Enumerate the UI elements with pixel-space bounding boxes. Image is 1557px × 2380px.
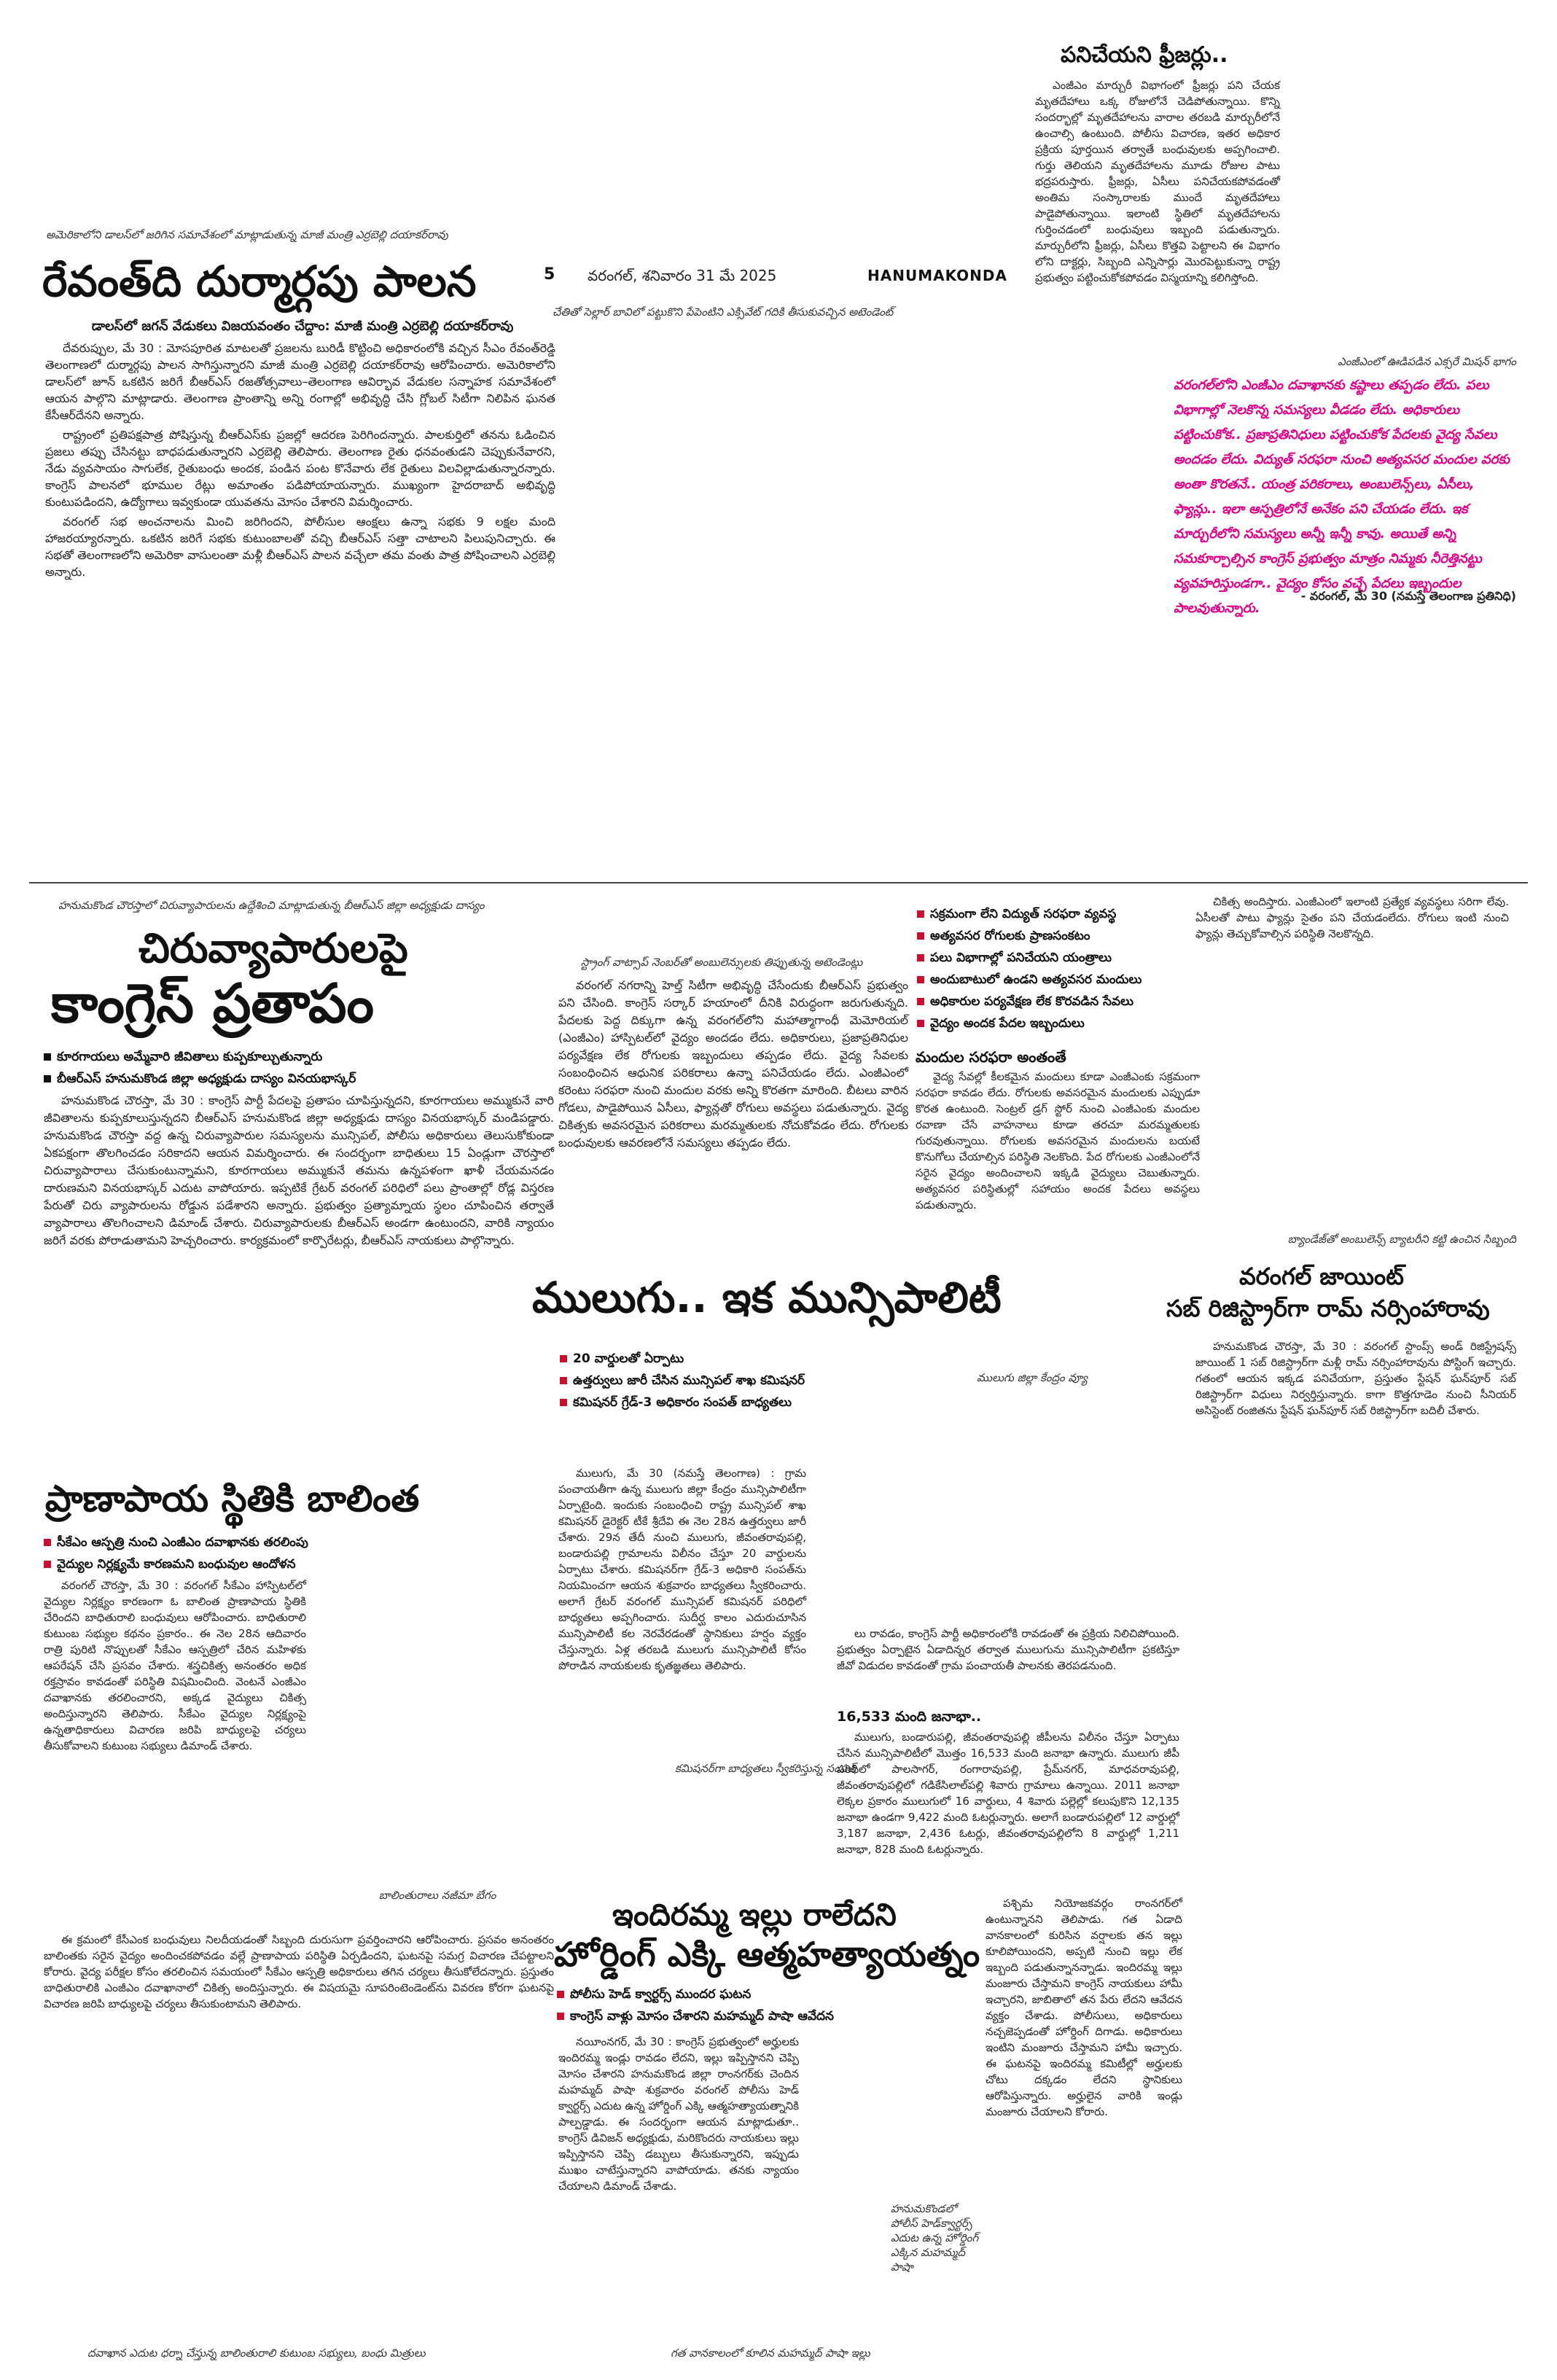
photo-caption-sampath: కమిషనర్‌గా బాధ్యతలు స్వీకరిస్తున్న సంపత్ <box>674 1762 856 1775</box>
body-mother: వరంగల్ చౌరస్తా, మే 30 : వరంగల్ సీకేఎం హా… <box>44 1577 306 1757</box>
headline-mulugu: ములుగు.. ఇక మున్సిపాలిటీ <box>532 1273 1002 1322</box>
headline-hoarding-1: ఇందిరమ్మ ఇల్లు రాలేదని <box>612 1897 897 1932</box>
bullet-item: కమిషనర్ గ్రేడ్-3 అధికారం సంపత్ బాధ్యతలు <box>558 1394 821 1411</box>
bullet-item: బీఆర్ఎస్ హనుమకొండ జిల్లా అధ్యక్షుడు దాస్… <box>42 1070 553 1088</box>
body-population: ములుగు, బండారుపల్లి, జీవంతరావుపల్లి జీపీ… <box>837 1729 1179 1860</box>
highlight-quote: వరంగల్‌లోని ఎంజీఎం దవాఖానకు కష్టాలు తప్ప… <box>1174 378 1510 616</box>
factbox-item: అందుబాటులో ఉండని అత్యవసర మందులు <box>916 971 1185 988</box>
body-hoarding: నయీంనగర్, మే 30 : కాంగ్రెస్ ప్రభుత్వంలో … <box>558 2034 799 2197</box>
photo-caption-vendors: హనుమకొండ చౌరస్తాలో చిరువ్యాపారులను ఉద్దే… <box>58 899 485 912</box>
paragraph: హనుమకొండ చౌరస్తా, మే 30 : కాంగ్రెస్ పార్… <box>44 1093 554 1247</box>
paragraph: దేవరుప్పుల, మే 30 : మోసపూరిత మాటలతో ప్రజ… <box>45 341 555 422</box>
paragraph: లు రావడం, కాంగ్రెస్ పార్టీ అధికారంలోకి ర… <box>837 1627 1179 1672</box>
headline-revanth: రేవంత్‌ది దుర్మార్గపు పాలన <box>42 257 477 306</box>
bullet-item: కాంగ్రెస్ వాళ్లు మోసం చేశారని మహమ్మద్ పా… <box>555 2008 964 2025</box>
headline-registrar-1: వరంగల్ జాయింట్ <box>1239 1263 1404 1290</box>
headline-mother: ప్రాణాపాయ స్థితికి బాలింత <box>45 1478 420 1520</box>
paragraph: హనుమకొండ చౌరస్తా, మే 30 : వరంగల్ స్టాంప్… <box>1195 1340 1516 1417</box>
photo-caption-dallas: అమెరికాలోని డాలస్‌లో జరిగిన సమావేశంలో మా… <box>46 228 448 241</box>
bullet-item: పోలీసు హెడ్ క్వార్టర్స్ ముందర ఘటన <box>555 1986 964 2003</box>
bottom-caption-house: గత వానకాలంలో కూలిన మహమ్మద్ పాషా ఇల్లు <box>671 2346 870 2360</box>
paragraph: పశ్చిమ నియోజకవర్గం రాంనగర్‌లో ఉంటున్నానన… <box>986 1897 1182 2118</box>
factbox-mgm: సక్రమంగా లేని విద్యుత్ సరఫరా వ్యవస్థ అత్… <box>916 905 1185 1037</box>
headline-vendors-1: చిరువ్యాపారులపై <box>138 925 408 972</box>
factbox-item: వైద్యం అందక పేదల ఇబ్బందులు <box>916 1015 1185 1032</box>
factbox-item: అత్యవసర రోగులకు ప్రాణసంకటం <box>916 927 1185 945</box>
section-divider <box>29 882 1528 883</box>
paragraph: రాష్ట్రంలో ప్రతిపక్షపాత్ర పోషిస్తున్న బీ… <box>45 428 555 509</box>
bullets-mother: సీకేఎం ఆస్పత్రి నుంచి ఎంజీఎం దవాఖానకు తర… <box>42 1534 553 1577</box>
photo-caption-mgm: స్ట్రాంగ్ వాట్సాప్ నెంబర్‌తో అంబులెన్సుల… <box>580 956 863 969</box>
photo-caption-mulugu: ములుగు జిల్లా కేంద్రం వ్యూ <box>977 1371 1088 1384</box>
bullet-item: కూరగాయలు అమ్మేవారి జీవితాలు కుప్పకూల్చుత… <box>42 1048 553 1066</box>
paragraph: వరంగల్ నగరాన్ని హెల్త్ సిటీగా అభివృద్ధి … <box>558 978 908 1150</box>
body-registrar: హనుమకొండ చౌరస్తా, మే 30 : వరంగల్ స్టాంప్… <box>1195 1338 1516 1421</box>
headline-hoarding-2: హోర్డింగ్ ఎక్కి ఆత్మహత్యాయత్నం <box>554 1935 980 1974</box>
body-mgm-continued: చికిత్స అందిస్తారు. ఎంజీఎంలో ఇలాంటి ప్రత… <box>1195 894 1509 945</box>
headline-vendors-2: కాంగ్రెస్ ప్రతాపం <box>51 972 375 1035</box>
factbox-item: అధికారుల పర్యవేక్షణ లేక కొరవడిన సేవలు <box>916 993 1185 1010</box>
paragraph: వైద్య సేవల్లో కీలకమైన మందులు కూడా ఎంజీఎం… <box>916 1070 1200 1212</box>
subheading-population: 16,533 మంది జనాభా.. <box>837 1709 982 1725</box>
page-number: 5 <box>544 265 555 284</box>
body-hoarding-right: పశ్చిమ నియోజకవర్గం రాంనగర్‌లో ఉంటున్నానన… <box>986 1895 1182 2123</box>
headline-registrar-2: సబ్ రిజిస్ట్రార్‌గా రామ్ నర్సింహారావు <box>1166 1295 1490 1322</box>
paragraph: వరంగల్ చౌరస్తా, మే 30 : వరంగల్ సీకేఎం హా… <box>44 1579 306 1752</box>
bullets-hoarding: పోలీసు హెడ్ క్వార్టర్స్ ముందర ఘటన కాంగ్ర… <box>555 1986 964 2029</box>
section-name: HANUMAKONDA <box>867 267 1007 284</box>
photo-caption-mother: బాలింతురాలు నజీమా బేగం <box>378 1889 496 1902</box>
subhead-revanth: డాలస్‌లో జగన్ వేడుకలు విజయవంతం చేద్దాం: … <box>91 319 514 334</box>
bullet-item: 20 వార్డులతో ఏర్పాటు <box>558 1350 821 1367</box>
bottom-caption-dharna: దవాఖాన ఎదుట ధర్నా చేస్తున్న బాలింతురాలి … <box>87 2346 426 2360</box>
factbox-item: పలు విభాగాల్లో పనిచేయని యంత్రాలు <box>916 949 1185 967</box>
body-mulugu: ములుగు, మే 30 (నమస్తే తెలంగాణ) : గ్రామ ప… <box>558 1465 806 1677</box>
paragraph: ఎంజీఎం మార్చురీ విభాగంలో ఫ్రీజర్లు పని చ… <box>1035 79 1280 284</box>
subheading-medicine: మందుల సరఫరా అంతంతే <box>916 1048 1066 1066</box>
headline-freezers: పనిచేయని ఫ్రీజర్లు.. <box>1061 42 1228 68</box>
bullet-item: సీకేఎం ఆస్పత్రి నుంచి ఎంజీఎం దవాఖానకు తర… <box>42 1534 553 1551</box>
photo-caption-ambulance: బ్యాండేజ్‌తో అంబులెన్స్ బ్యాటరీని కట్టి … <box>1287 1233 1516 1246</box>
body-mgm: వరంగల్ నగరాన్ని హెల్త్ సిటీగా అభివృద్ధి … <box>558 977 908 1155</box>
paragraph: ములుగు, బండారుపల్లి, జీవంతరావుపల్లి జీపీ… <box>837 1731 1179 1856</box>
factbox-item: సక్రమంగా లేని విద్యుత్ సరఫరా వ్యవస్థ <box>916 905 1185 923</box>
body-revanth: దేవరుప్పుల, మే 30 : మోసపూరిత మాటలతో ప్రజ… <box>45 340 555 583</box>
highlight-credit: - వరంగల్, మే 30 (నమస్తే తెలంగాణ ప్రతినిధ… <box>1300 589 1516 603</box>
body-medicine: వైద్య సేవల్లో కీలకమైన మందులు కూడా ఎంజీఎం… <box>916 1069 1200 1216</box>
bullets-vendors: కూరగాయలు అమ్మేవారి జీవితాలు కుప్పకూల్చుత… <box>42 1048 553 1092</box>
photo-caption-hoarding: హనుమకొండలో పోలీస్ హెడ్‌క్వార్టర్స్ ఎదుట … <box>891 2202 979 2274</box>
paragraph: ఈ క్రమంలో కేసీఎంక బంధువులు నిలదీయడంతో సి… <box>44 1933 554 2010</box>
body-vendors: హనుమకొండ చౌరస్తా, మే 30 : కాంగ్రెస్ పార్… <box>44 1092 554 1252</box>
photo-caption-attendant: చేతితో సెల్లార్ బావిలో పట్టుకొని పేపెంటి… <box>553 305 894 319</box>
bullet-item: వైద్యుల నిర్లక్ష్యమే కారణమని బంధువుల ఆంద… <box>42 1556 553 1573</box>
dateline: వరంగల్, శనివారం 31 మే 2025 <box>588 267 777 284</box>
paragraph: ములుగు, మే 30 (నమస్తే తెలంగాణ) : గ్రామ ప… <box>558 1467 806 1672</box>
body-mulugu-right: లు రావడం, కాంగ్రెస్ పార్టీ అధికారంలోకి ర… <box>837 1626 1179 1677</box>
paragraph: వరంగల్ సభ అంచనాలను మించి జరిగిందని, పోలీ… <box>45 515 555 579</box>
body-mother-continued: ఈ క్రమంలో కేసీఎంక బంధువులు నిలదీయడంతో సి… <box>44 1932 554 2015</box>
photo-caption-xray: ఎంజీఎంలో ఊడిపడిన ఎక్సరే మిషన్ భాగం <box>1338 355 1516 368</box>
bullet-item: ఉత్తర్వులు జారీ చేసిన మున్సిపల్ శాఖ కమిష… <box>558 1372 821 1389</box>
paragraph: చికిత్స అందిస్తారు. ఎంజీఎంలో ఇలాంటి ప్రత… <box>1195 895 1509 940</box>
bullets-mulugu: 20 వార్డులతో ఏర్పాటు ఉత్తర్వులు జారీ చేస… <box>558 1350 821 1416</box>
paragraph: నయీంనగర్, మే 30 : కాంగ్రెస్ ప్రభుత్వంలో … <box>558 2035 799 2193</box>
body-freezers: ఎంజీఎం మార్చురీ విభాగంలో ఫ్రీజర్లు పని చ… <box>1035 77 1280 289</box>
